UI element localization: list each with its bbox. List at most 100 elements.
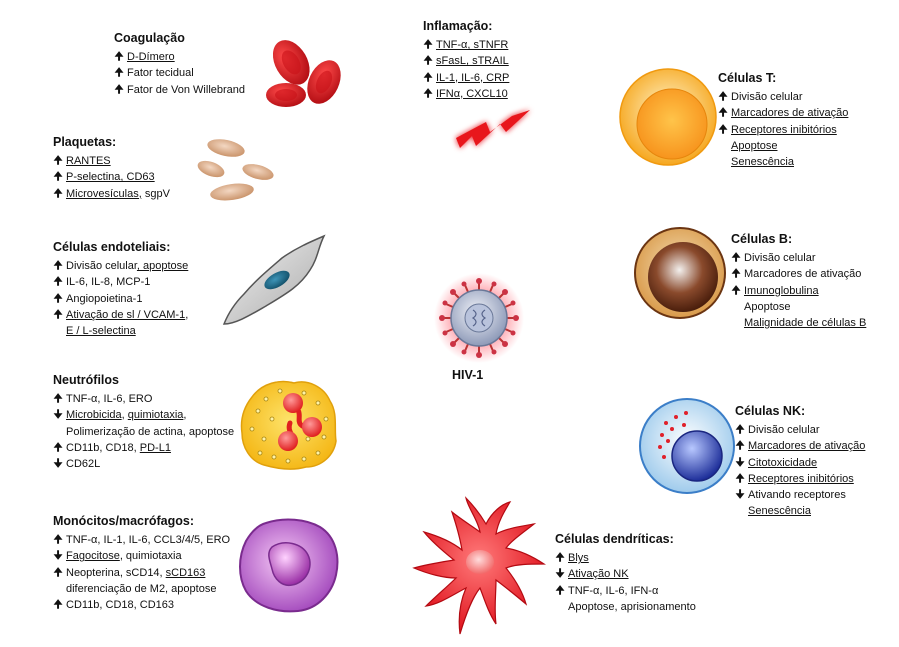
- line-text: Apoptose: [731, 139, 778, 152]
- inflammation-lightning-icon: [456, 110, 530, 148]
- panel-line: 🠋Microbicida, quimiotaxia,: [53, 407, 234, 423]
- up-arrow-icon: 🠉: [555, 584, 565, 597]
- panel-title: Células NK:: [735, 404, 806, 418]
- panel-line: 🠉Fator de Von Willebrand: [114, 82, 245, 98]
- line-text: Apoptose, aprisionamento: [568, 600, 696, 613]
- panel-line: 🠉Marcadores de ativação: [731, 266, 866, 282]
- up-arrow-icon: 🠉: [555, 552, 565, 565]
- line-text: Neopterina, sCD14,: [66, 566, 166, 579]
- panel-line: 🠉Fator tecidual: [114, 65, 245, 81]
- up-arrow-icon: 🠉: [718, 91, 728, 104]
- line-text: Angiopoietina-1: [66, 292, 143, 305]
- panel-title: Inflamação:: [423, 19, 493, 33]
- line-text: Divisão celular: [744, 252, 816, 265]
- line-text: Senescência: [748, 505, 811, 518]
- panel-title: Células endoteliais:: [53, 240, 171, 254]
- panel-line: 🠉TNF-α, IL-1, IL-6, CCL3/4/5, ERO: [53, 532, 230, 548]
- line-text: , apoptose: [136, 260, 189, 273]
- panel-line: Senescência: [735, 503, 865, 519]
- up-arrow-icon: 🠉: [735, 440, 745, 453]
- panel-line: 🠉Neopterina, sCD14, sCD163: [53, 565, 230, 581]
- nk-cell-icon: [639, 398, 735, 494]
- panel-line: E / L-selectina: [53, 323, 188, 339]
- dendritic-cells-panel: Células dendríticas:🠉Blys🠋Ativação NK🠉TN…: [555, 531, 696, 615]
- line-text: Marcadores de ativação: [731, 107, 849, 120]
- panel-title: Neutrófilos: [53, 373, 119, 387]
- down-arrow-icon: 🠋: [53, 550, 63, 563]
- up-arrow-icon: 🠉: [53, 308, 63, 321]
- panel-line: 🠉IL-1, IL-6, CRP: [423, 70, 509, 86]
- panel-line: 🠋Fagocitose, quimiotaxia: [53, 548, 230, 564]
- panel-line: Malignidade de células B: [731, 315, 866, 331]
- line-text: quimiotaxia: [127, 409, 184, 422]
- up-arrow-icon: 🠉: [53, 566, 63, 579]
- line-text: Senescência: [731, 156, 794, 169]
- panel-line: 🠉CD11b, CD18, PD-L1: [53, 440, 234, 456]
- line-text: TNF-α, sTNFR: [436, 39, 509, 52]
- up-arrow-icon: 🠉: [735, 424, 745, 437]
- dendritic-cell-icon: [412, 496, 546, 635]
- panel-line: 🠉Microvesículas, sgpV: [53, 186, 170, 202]
- line-text: ,: [185, 308, 189, 321]
- panel-line: 🠉Marcadores de ativação: [735, 438, 865, 454]
- up-arrow-icon: 🠉: [53, 155, 63, 168]
- panel-line: Apoptose: [731, 299, 866, 315]
- down-arrow-icon: 🠋: [555, 568, 565, 581]
- panel-line: 🠉Angiopoietina-1: [53, 291, 188, 307]
- inflammation-panel: Inflamação:🠉TNF-α, sTNFR🠉sFasL, sTRAIL🠉I…: [423, 18, 509, 102]
- line-text: Ativação NK: [568, 568, 629, 581]
- panel-line: 🠉Receptores inibitórios: [718, 122, 848, 138]
- panel-line: 🠉Ativação de sl / VCAM-1,: [53, 307, 188, 323]
- panel-line: 🠉D-Dímero: [114, 49, 245, 65]
- line-text: Divisão celular: [66, 260, 137, 273]
- down-arrow-icon: 🠋: [53, 458, 63, 471]
- panel-line: 🠉P-selectina, CD63: [53, 169, 170, 185]
- line-text: Divisão celular: [748, 424, 820, 437]
- panel-line: 🠉TNF-α, sTNFR: [423, 37, 509, 53]
- panel-line: 🠉TNF-α, IL-6, ERO: [53, 391, 234, 407]
- panel-line: 🠉Divisão celular: [718, 89, 848, 105]
- line-text: IL-1, IL-6, CRP: [436, 71, 510, 84]
- line-text: Receptores inibitórios: [748, 472, 854, 485]
- t-cells-panel: Células T:🠉Divisão celular🠉Marcadores de…: [718, 70, 848, 170]
- down-arrow-icon: 🠋: [735, 489, 745, 502]
- line-text: ,: [183, 409, 187, 422]
- up-arrow-icon: 🠉: [53, 171, 63, 184]
- up-arrow-icon: 🠉: [718, 123, 728, 136]
- line-text: Divisão celular: [731, 91, 803, 104]
- neutrophils-panel: Neutrófilos 🠉TNF-α, IL-6, ERO🠋Microbicida…: [53, 372, 234, 472]
- panel-line: 🠋Ativando receptores: [735, 487, 865, 503]
- panel-line: 🠉Receptores inibitórios: [735, 471, 865, 487]
- up-arrow-icon: 🠉: [423, 39, 433, 52]
- up-arrow-icon: 🠉: [53, 441, 63, 454]
- coagulation-panel: Coagulação🠉D-Dímero🠉Fator tecidual🠉Fator…: [114, 30, 245, 98]
- nk-cells-panel: Células NK:🠉Divisão celular🠉Marcadores d…: [735, 403, 865, 519]
- panel-title: Células dendríticas:: [555, 532, 674, 546]
- line-text: PD-L1: [139, 441, 171, 454]
- panel-title: Monócitos/macrófagos:: [53, 514, 194, 528]
- panel-line: 🠉IL-6, IL-8, MCP-1: [53, 274, 188, 290]
- line-text: Blys: [568, 552, 589, 565]
- line-text: Ativando receptores: [748, 489, 846, 502]
- line-text: Citotoxicidade: [748, 456, 818, 469]
- line-text: ,: [121, 409, 128, 422]
- line-text: TNF-α, IL-1, IL-6, CCL3/4/5, ERO: [66, 534, 231, 547]
- monocytes-panel: Monócitos/macrófagos:🠉TNF-α, IL-1, IL-6,…: [53, 513, 230, 613]
- panel-title: Plaquetas:: [53, 135, 117, 149]
- neutrophil-icon: [240, 380, 337, 470]
- line-text: Marcadores de ativação: [748, 440, 866, 453]
- panel-line: 🠉Divisão celular, apoptose: [53, 258, 188, 274]
- up-arrow-icon: 🠉: [53, 534, 63, 547]
- b-cells-panel: Células B:🠉Divisão celular🠉Marcadores de…: [731, 231, 866, 331]
- up-arrow-icon: 🠉: [53, 187, 63, 200]
- line-text: CD62L: [66, 458, 101, 471]
- up-arrow-icon: 🠉: [114, 51, 124, 64]
- platelets-icon: [197, 139, 274, 201]
- line-text: Fator tecidual: [127, 67, 194, 80]
- up-arrow-icon: 🠉: [53, 260, 63, 273]
- panel-line: 🠋CD62L: [53, 456, 234, 472]
- up-arrow-icon: 🠉: [735, 472, 745, 485]
- line-text: IL-6, IL-8, MCP-1: [66, 276, 151, 289]
- up-arrow-icon: 🠉: [53, 599, 63, 612]
- panel-line: 🠉RANTES: [53, 153, 170, 169]
